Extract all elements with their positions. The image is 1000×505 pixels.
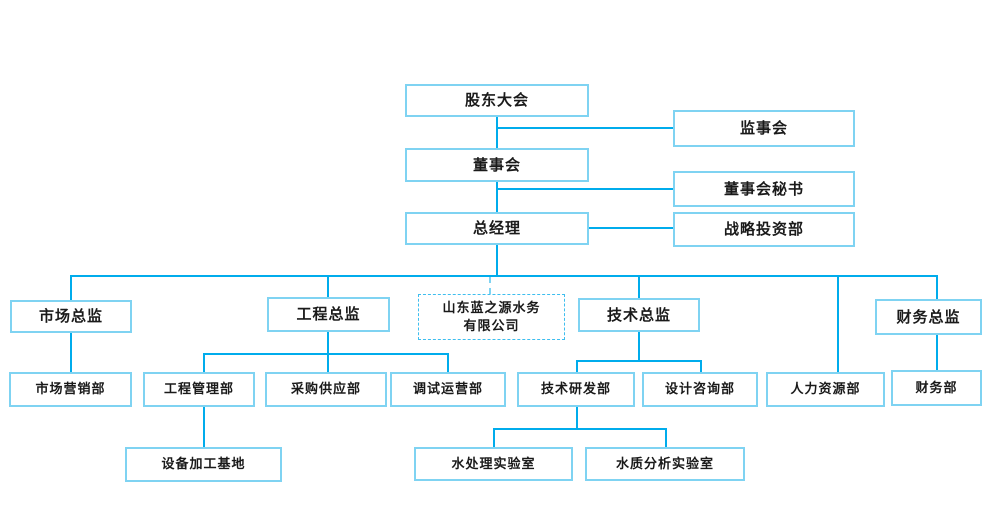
org-box-label: 总经理	[472, 220, 521, 237]
connector-procurement-supply-dept	[327, 332, 329, 372]
org-box-design-consulting-dept: 设计咨询部	[642, 372, 758, 407]
connector-engineering-branch-line	[203, 353, 449, 355]
org-box-label: 人力资源部	[790, 381, 861, 397]
connector-board-of-directors	[496, 117, 498, 148]
connector-design-consulting-dept	[700, 360, 702, 372]
connector-water-treatment-lab	[493, 428, 495, 447]
org-box-label: 财务部	[915, 379, 958, 395]
org-box-marketing-dept: 市场营销部	[9, 372, 132, 407]
connector-lab-branch-line	[576, 407, 578, 428]
org-box-finance-director: 财务总监	[875, 299, 982, 335]
org-box-label: 股东大会	[464, 92, 529, 109]
org-box-label: 技术研发部	[540, 381, 611, 397]
org-box-label: 市场营销部	[35, 381, 106, 397]
connector-finance-director	[936, 275, 938, 299]
org-box-label: 战略投资部	[723, 221, 804, 238]
connector-distribution-line	[496, 245, 498, 275]
connector-board-secretary	[497, 188, 673, 190]
connector-water-quality-analysis-lab	[665, 428, 667, 447]
org-box-board-of-directors: 董事会	[405, 148, 589, 182]
org-box-water-quality-analysis-lab: 水质分析实验室	[585, 447, 745, 481]
connector-supervisory-board	[497, 127, 673, 129]
org-box-label: 市场总监	[38, 308, 103, 325]
org-box-finance-dept: 财务部	[891, 370, 982, 406]
connector-equipment-processing-base	[203, 407, 205, 447]
org-box-shareholders-meeting: 股东大会	[405, 84, 589, 117]
org-box-marketing-director: 市场总监	[10, 300, 132, 333]
connector-distribution-line	[70, 275, 938, 277]
connector-strategic-investment-dept	[589, 227, 673, 229]
connector-general-manager	[496, 182, 498, 212]
org-box-label: 设备加工基地	[161, 456, 246, 472]
org-box-procurement-supply-dept: 采购供应部	[265, 372, 387, 407]
connector-marketing-director	[70, 275, 72, 300]
connector-engineering-director	[327, 275, 329, 297]
org-box-label: 工程管理部	[163, 381, 234, 397]
org-box-label: 采购供应部	[290, 381, 361, 397]
org-box-technical-director: 技术总监	[578, 298, 700, 332]
org-box-human-resources-dept: 人力资源部	[766, 372, 885, 407]
org-box-general-manager: 总经理	[405, 212, 589, 245]
org-box-strategic-investment-dept: 战略投资部	[673, 212, 855, 247]
org-box-label: 董事会	[472, 156, 521, 174]
org-box-label: 财务总监	[896, 308, 961, 326]
org-box-equipment-processing-base: 设备加工基地	[125, 447, 282, 482]
org-box-water-treatment-lab: 水处理实验室	[414, 447, 573, 481]
connector-technical-director	[638, 275, 640, 298]
org-box-label: 董事会秘书	[723, 180, 804, 198]
connector-technology-rd-dept	[576, 360, 578, 372]
connector-marketing-dept	[70, 333, 72, 372]
org-box-commissioning-operations-dept: 调试运营部	[390, 372, 506, 407]
org-box-label: 水质分析实验室	[615, 455, 714, 471]
org-box-technology-rd-dept: 技术研发部	[517, 372, 635, 407]
org-box-engineering-management-dept: 工程管理部	[143, 372, 255, 407]
org-box-engineering-director: 工程总监	[267, 297, 390, 332]
connector-commissioning-operations-dept	[447, 353, 449, 372]
connector-finance-dept	[936, 335, 938, 370]
connector-human-resources-dept	[837, 275, 839, 372]
connector-lab-branch-line	[493, 428, 666, 430]
org-box-company-name: 山东蓝之源水务 有限公司	[418, 294, 565, 340]
org-box-label: 监事会	[739, 120, 788, 137]
org-box-label: 水处理实验室	[451, 455, 536, 471]
connector-engineering-management-dept	[203, 353, 205, 372]
org-box-label: 山东蓝之源水务 有限公司	[442, 299, 541, 333]
org-box-board-secretary: 董事会秘书	[673, 171, 855, 207]
org-box-label: 调试运营部	[412, 381, 483, 397]
org-box-label: 设计咨询部	[664, 381, 735, 397]
org-box-label: 技术总监	[606, 306, 671, 324]
org-box-label: 工程总监	[296, 306, 361, 323]
connector-company-name	[489, 277, 491, 294]
org-box-supervisory-board: 监事会	[673, 110, 855, 147]
connector-technical-branch-line	[576, 360, 700, 362]
connector-technical-branch-line	[638, 332, 640, 360]
